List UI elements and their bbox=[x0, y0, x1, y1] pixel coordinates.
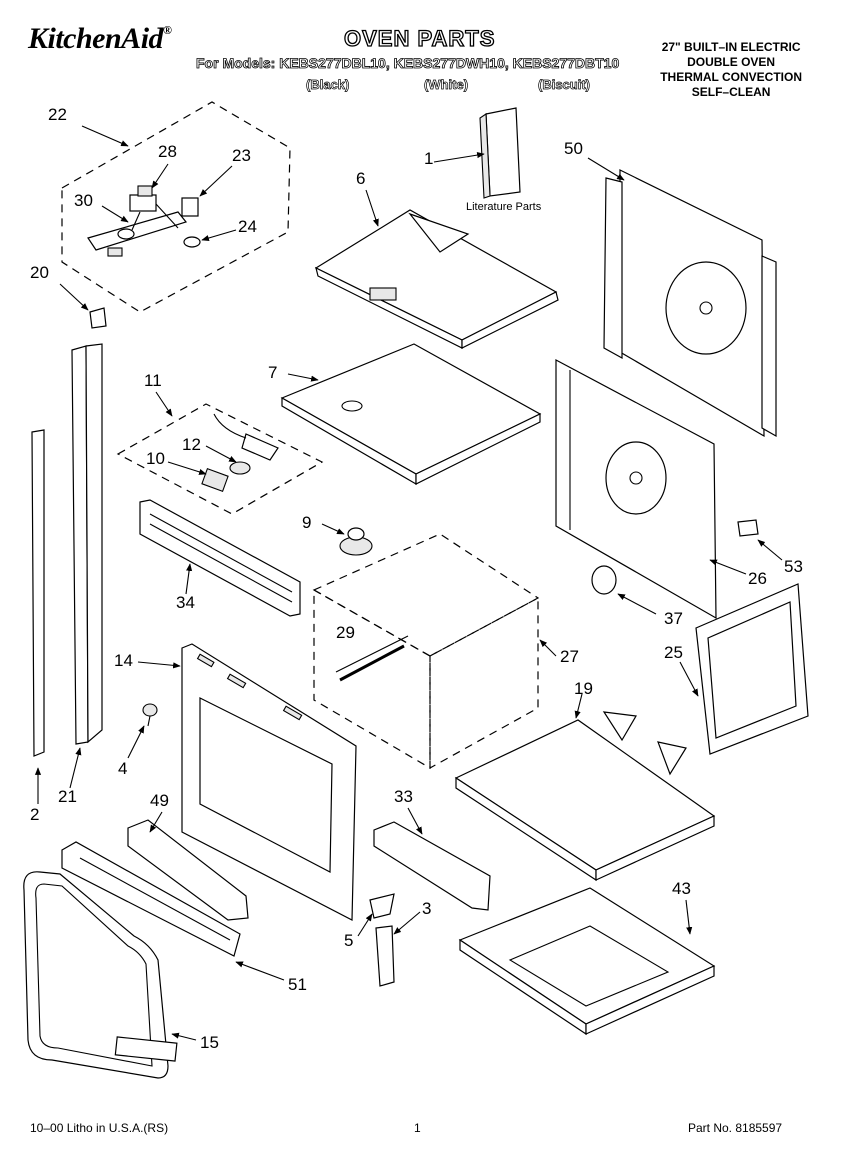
callout-10: 10 bbox=[146, 449, 165, 468]
callout-22: 22 bbox=[48, 105, 67, 124]
callout-34: 34 bbox=[176, 593, 195, 612]
callout-28: 28 bbox=[158, 142, 177, 161]
callout-30: 30 bbox=[74, 191, 93, 210]
callout-7: 7 bbox=[268, 363, 278, 382]
callout-5: 5 bbox=[344, 931, 354, 950]
callout-23: 23 bbox=[232, 146, 251, 165]
part-3-bracket bbox=[375, 925, 395, 987]
part-49-vent-strip bbox=[127, 819, 249, 921]
footer-part-number: Part No. 8185597 bbox=[688, 1121, 783, 1135]
callout-49: 49 bbox=[150, 791, 169, 810]
part-50-back-panel bbox=[603, 169, 777, 438]
part-9-motor-knob bbox=[339, 527, 373, 556]
callout-50: 50 bbox=[564, 139, 583, 158]
callout-27: 27 bbox=[560, 647, 579, 666]
part-51-front-trim bbox=[61, 841, 241, 957]
callout-51: 51 bbox=[288, 975, 307, 994]
brand-logo: KitchenAid® bbox=[28, 22, 172, 55]
callout-20: 20 bbox=[30, 263, 49, 282]
product-description: 27" BUILT–IN ELECTRIC DOUBLE OVEN THERMA… bbox=[660, 40, 802, 99]
part-11-light-assembly bbox=[116, 403, 324, 515]
variant-biscuit: (Biscuit) bbox=[538, 77, 591, 92]
callout-leaders bbox=[34, 125, 783, 1041]
callout-24: 24 bbox=[238, 217, 257, 236]
callout-29: 29 bbox=[336, 623, 355, 642]
part-5-plate bbox=[369, 893, 395, 919]
callout-43: 43 bbox=[672, 879, 691, 898]
part-1-literature bbox=[479, 107, 521, 199]
callout-25: 25 bbox=[664, 643, 683, 662]
part-20-clip bbox=[89, 307, 107, 329]
page-title: OVEN PARTS bbox=[343, 26, 496, 51]
callout-26: 26 bbox=[748, 569, 767, 588]
callout-12: 12 bbox=[182, 435, 201, 454]
part-7-oven-top bbox=[280, 343, 542, 486]
variant-black: (Black) bbox=[306, 77, 350, 92]
callout-9: 9 bbox=[302, 513, 312, 532]
callout-33: 33 bbox=[394, 787, 413, 806]
part-25-frame bbox=[695, 583, 809, 755]
callout-19: 19 bbox=[574, 679, 593, 698]
part-29-element bbox=[339, 644, 405, 682]
callout-11: 11 bbox=[144, 371, 162, 390]
part-14-front-frame bbox=[181, 643, 357, 921]
callout-2: 2 bbox=[30, 805, 40, 824]
part-53-bracket bbox=[737, 519, 759, 537]
part-30-switch bbox=[107, 247, 123, 257]
footer-litho: 10–00 Litho in U.S.A.(RS) bbox=[30, 1121, 169, 1135]
callout-3: 3 bbox=[422, 899, 432, 918]
part-21-side-trim bbox=[71, 343, 103, 745]
part-15-door-gasket bbox=[23, 871, 178, 1079]
callout-1: 1 bbox=[424, 149, 434, 168]
part-37-gasket bbox=[591, 565, 617, 595]
callout-15: 15 bbox=[200, 1033, 219, 1052]
part-19-bottom-tray bbox=[454, 711, 716, 882]
model-numbers: For Models: KEBS277DBL10, KEBS277DWH10, … bbox=[196, 55, 620, 71]
part-33-support-strip bbox=[373, 821, 491, 911]
callout-21: 21 bbox=[58, 787, 77, 806]
part-43-bottom-pan bbox=[458, 887, 716, 1036]
part-22-control-assembly bbox=[61, 101, 291, 313]
part-6-top-panel bbox=[314, 209, 559, 349]
literature-parts-label: Literature Parts bbox=[466, 201, 542, 213]
part-2-trim-strip bbox=[31, 429, 45, 757]
variant-white: (White) bbox=[424, 77, 469, 92]
callout-53: 53 bbox=[784, 557, 803, 576]
part-27-oven-cavity bbox=[312, 533, 540, 770]
callout-14: 14 bbox=[114, 651, 133, 670]
part-26-rear-frame bbox=[555, 359, 717, 620]
callout-4: 4 bbox=[118, 759, 128, 778]
part-34-vent-grille bbox=[139, 499, 301, 617]
part-4-screw bbox=[142, 703, 158, 727]
callout-6: 6 bbox=[356, 169, 366, 188]
footer-page-number: 1 bbox=[414, 1121, 421, 1135]
callout-37: 37 bbox=[664, 609, 683, 628]
